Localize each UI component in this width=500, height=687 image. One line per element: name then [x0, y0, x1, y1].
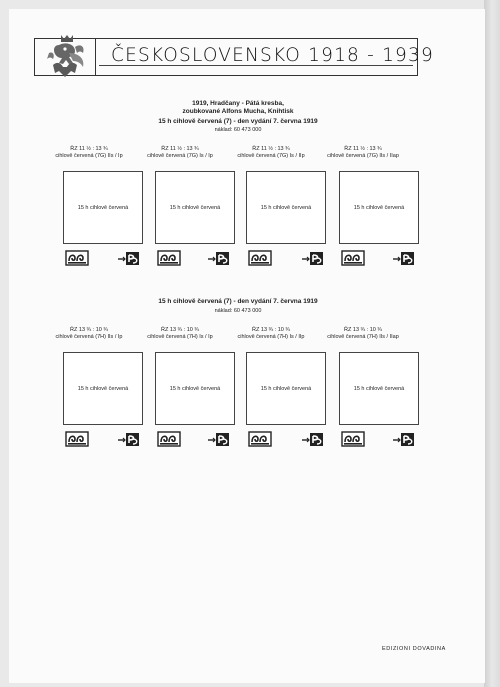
header-banner: ČESKOSLOVENSKO 1918 - 1939 — [34, 35, 433, 77]
section-2-circulation: náklad: 60 473 000 — [214, 308, 262, 314]
section-2-title: 15 h cihlově červená (7) - den vydání 7.… — [158, 298, 318, 305]
variant-label: cihlově červená (7H) Is / Ip — [147, 334, 213, 340]
type-identification-icon — [248, 431, 272, 447]
stamp-mount-box[interactable]: 15 h cihlově červená — [155, 352, 235, 425]
perforation-label: ŘZ 13 ¾ : 10 ¾ — [252, 327, 290, 333]
variant-label: cihlově červená (7G) IIs / IIap — [327, 153, 399, 159]
plate-position-icon — [117, 432, 140, 447]
stamp-mount-box[interactable]: 15 h cihlově červená — [246, 171, 326, 244]
issue-line-1: 1919, Hradčany - Pátá kresba, — [192, 100, 284, 107]
page-edge — [484, 0, 500, 687]
stamp-slot-2-4: ŘZ 13 ¾ : 10 ¾ cihlově červená (7H) IIs … — [316, 327, 410, 341]
publisher-mark: EDIZIONI DOVADINA — [382, 646, 446, 652]
stamp-placeholder-text: 15 h cihlově červená — [169, 205, 221, 211]
logo-cell — [35, 35, 96, 77]
stamp-slot-1-2: ŘZ 11 ½ : 13 ¾ cihlově červená (7G) Is /… — [133, 146, 227, 160]
stamp-slot-1-3: ŘZ 11 ½ : 13 ¾ cihlově červená (7G) Is /… — [224, 146, 318, 160]
section-1-circulation: náklad: 60 473 000 — [214, 127, 262, 133]
perforation-label: ŘZ 11 ½ : 13 ¾ — [252, 146, 290, 152]
variant-label: cihlově červená (7G) Is / IIp — [237, 153, 305, 159]
section-1-title: 15 h cihlově červená (7) - den vydání 7.… — [158, 118, 318, 125]
stamp-mount-box[interactable]: 15 h cihlově červená — [339, 171, 419, 244]
stamp-placeholder-text: 15 h cihlově červená — [169, 386, 221, 392]
type-identification-icon — [248, 250, 272, 266]
perforation-label: ŘZ 11 ½ : 13 ¾ — [344, 146, 382, 152]
plate-position-icon — [301, 251, 324, 266]
plate-position-icon — [207, 251, 230, 266]
title-underline — [99, 65, 413, 66]
variant-label: cihlově červená (7G) IIs / Ip — [55, 153, 123, 159]
perforation-label: ŘZ 11 ½ : 13 ¾ — [161, 146, 199, 152]
perforation-label: ŘZ 13 ¾ : 10 ¾ — [344, 327, 382, 333]
stamp-slot-2-1: ŘZ 13 ¾ : 10 ¾ cihlově červená (7H) IIs … — [42, 327, 136, 341]
type-identification-icon — [65, 250, 89, 266]
stamp-mount-box[interactable]: 15 h cihlově červená — [339, 352, 419, 425]
page-title: ČESKOSLOVENSKO 1918 - 1939 — [111, 45, 434, 66]
stamp-mount-box[interactable]: 15 h cihlově červená — [63, 171, 143, 244]
stamp-placeholder-text: 15 h cihlově červená — [77, 205, 129, 211]
plate-position-icon — [117, 251, 140, 266]
perforation-label: ŘZ 13 ¾ : 10 ¾ — [70, 327, 108, 333]
issue-description: 1919, Hradčany - Pátá kresba, zoubkované… — [0, 100, 476, 116]
lion-coat-of-arms-icon — [47, 35, 84, 77]
stamp-slot-1-1: ŘZ 11 ½ : 13 ¾ cihlově červená (7G) IIs … — [42, 146, 136, 160]
stamp-mount-box[interactable]: 15 h cihlově červená — [155, 171, 235, 244]
variant-label: cihlově červená (7H) IIs / Ip — [55, 334, 123, 340]
stamp-slot-2-2: ŘZ 13 ¾ : 10 ¾ cihlově červená (7H) Is /… — [133, 327, 227, 341]
type-identification-icon — [157, 431, 181, 447]
plate-position-icon — [301, 432, 324, 447]
stamp-mount-box[interactable]: 15 h cihlově červená — [63, 352, 143, 425]
stamp-placeholder-text: 15 h cihlově červená — [260, 386, 312, 392]
stamp-slot-1-4: ŘZ 11 ½ : 13 ¾ cihlově červená (7G) IIs … — [316, 146, 410, 160]
plate-position-icon — [392, 251, 415, 266]
stamp-slot-2-3: ŘZ 13 ¾ : 10 ¾ cihlově červená (7H) Is /… — [224, 327, 318, 341]
issue-line-2: zoubkované Alfons Mucha, Knihtisk — [182, 108, 294, 115]
stamp-placeholder-text: 15 h cihlově červená — [260, 205, 312, 211]
stamp-placeholder-text: 15 h cihlově červená — [77, 386, 129, 392]
stamp-placeholder-text: 15 h cihlově červená — [353, 205, 405, 211]
plate-position-icon — [207, 432, 230, 447]
variant-label: cihlově červená (7H) IIs / IIap — [327, 334, 399, 340]
type-identification-icon — [65, 431, 89, 447]
perforation-label: ŘZ 13 ¾ : 10 ¾ — [161, 327, 199, 333]
type-identification-icon — [157, 250, 181, 266]
variant-label: cihlově červená (7H) Is / IIp — [237, 334, 305, 340]
type-identification-icon — [341, 250, 365, 266]
album-page — [9, 9, 485, 683]
stamp-placeholder-text: 15 h cihlově červená — [353, 386, 405, 392]
variant-label: cihlově červená (7G) Is / Ip — [147, 153, 213, 159]
plate-position-icon — [392, 432, 415, 447]
perforation-label: ŘZ 11 ½ : 13 ¾ — [70, 146, 108, 152]
type-identification-icon — [341, 431, 365, 447]
stamp-mount-box[interactable]: 15 h cihlově červená — [246, 352, 326, 425]
